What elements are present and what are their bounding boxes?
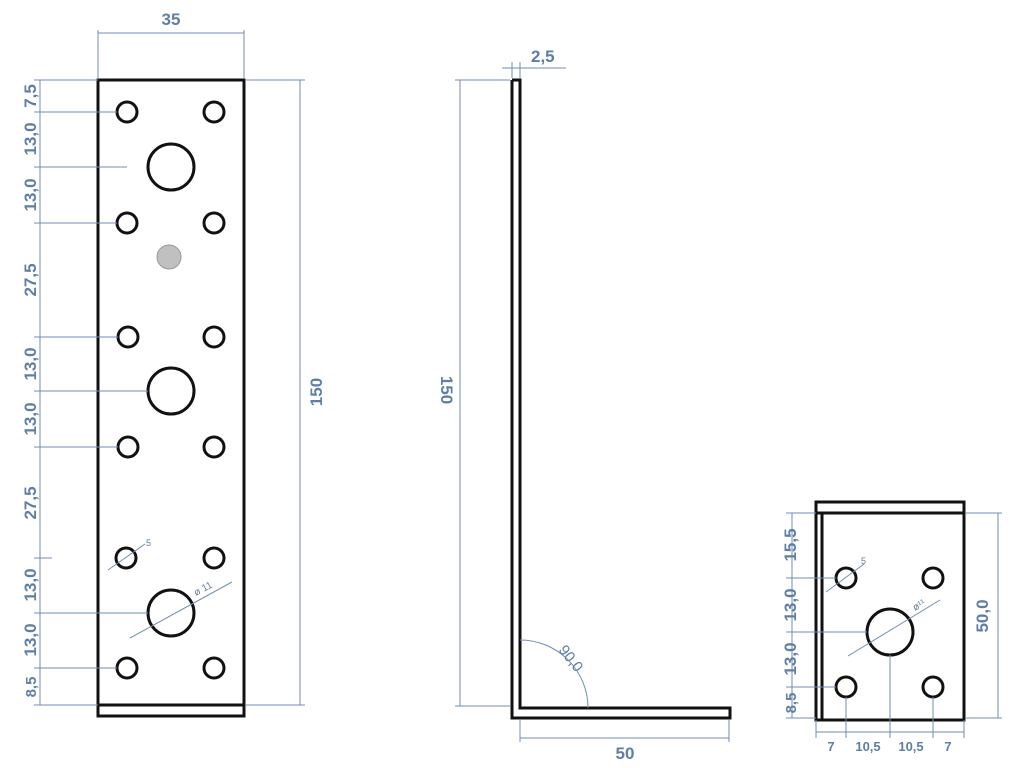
- bottom-left-label: 13,0: [781, 588, 800, 621]
- front-small-hole: [114, 546, 138, 570]
- bottom-small-hole: [921, 675, 945, 699]
- front-marker-hole: [156, 244, 182, 270]
- bottom-height-label: 50,0: [973, 599, 992, 632]
- front-height-label: 150: [307, 378, 326, 406]
- side-angle-dimension: 90,0: [519, 639, 589, 709]
- front-left-label: 7,5: [21, 84, 40, 108]
- bottom-large-hole-label: ø¹¹: [911, 597, 928, 613]
- bottom-small-hole-label: 5: [861, 556, 866, 566]
- front-left-label: 27,5: [21, 486, 40, 519]
- front-large-hole: [146, 588, 196, 638]
- side-angle-label: 90,0: [555, 642, 586, 675]
- front-large-hole: [146, 366, 196, 416]
- bottom-left-dimension-chain: 15,5 13,0 13,0 8,5: [781, 512, 867, 719]
- front-small-hole: [116, 325, 140, 349]
- bottom-view: 50,0 15,5 13,0 13,0 8,5 7 10,5 10,5: [781, 500, 1002, 754]
- front-left-dimension-chain: 7,5 13,0 13,0 27,5 13,0 13,0 27,5 13,0 1…: [21, 79, 148, 706]
- front-small-hole: [202, 325, 226, 349]
- bottom-hole-callouts: 5 ø¹¹: [825, 556, 941, 657]
- bottom-horizontal-label: 7: [827, 739, 834, 754]
- front-left-label: 13,0: [21, 568, 40, 601]
- bottom-left-label: 15,5: [781, 528, 800, 561]
- front-large-hole-label: ø 11: [192, 580, 215, 599]
- bottom-horizontal-label: 10,5: [855, 739, 880, 754]
- front-left-label: 27,5: [21, 263, 40, 296]
- bottom-horizontal-label: 10,5: [898, 739, 923, 754]
- front-small-hole: [115, 100, 139, 124]
- bottom-small-hole: [834, 675, 858, 699]
- side-height-dimension: 150: [437, 79, 510, 707]
- side-thickness-dimension: 2,5: [502, 47, 566, 78]
- front-left-label: 13,0: [21, 178, 40, 211]
- front-small-hole: [202, 546, 226, 570]
- front-small-hole: [202, 656, 226, 680]
- front-width-dimension: 35: [97, 10, 245, 78]
- front-small-hole-label: 5: [146, 538, 151, 548]
- bottom-left-label: 13,0: [781, 642, 800, 675]
- front-small-hole: [202, 435, 226, 459]
- front-view: 35 150 7,5 13,0 13,0 27,5 1: [21, 10, 326, 718]
- bottom-large-hole: [865, 607, 915, 657]
- front-small-hole: [115, 211, 139, 235]
- front-left-label: 13,0: [21, 122, 40, 155]
- front-small-hole: [202, 211, 226, 235]
- front-large-hole: [146, 142, 196, 192]
- bottom-height-dimension: 50,0: [966, 512, 1002, 719]
- side-thickness-label: 2,5: [531, 47, 555, 66]
- bottom-horizontal-dimension-chain: 7 10,5 10,5 7: [815, 655, 965, 754]
- front-small-hole: [202, 100, 226, 124]
- side-view: 2,5 150 50 90,0: [437, 47, 732, 763]
- front-small-hole: [116, 435, 140, 459]
- side-base-dimension: 50: [519, 720, 730, 763]
- front-small-hole: [115, 656, 139, 680]
- side-base-label: 50: [616, 744, 635, 763]
- front-left-label: 8,5: [23, 677, 40, 698]
- front-plate-outline: [96, 78, 246, 718]
- bottom-small-hole: [921, 566, 945, 590]
- front-height-dimension: 150: [246, 79, 326, 706]
- front-width-label: 35: [162, 10, 181, 29]
- bottom-horizontal-label: 7: [944, 739, 951, 754]
- front-left-label: 13,0: [21, 402, 40, 435]
- bottom-left-label: 8,5: [783, 693, 800, 714]
- front-left-label: 13,0: [21, 623, 40, 656]
- bottom-small-hole: [834, 566, 858, 590]
- angle-profile: [510, 78, 732, 720]
- side-height-label: 150: [437, 376, 456, 404]
- front-left-label: 13,0: [21, 347, 40, 380]
